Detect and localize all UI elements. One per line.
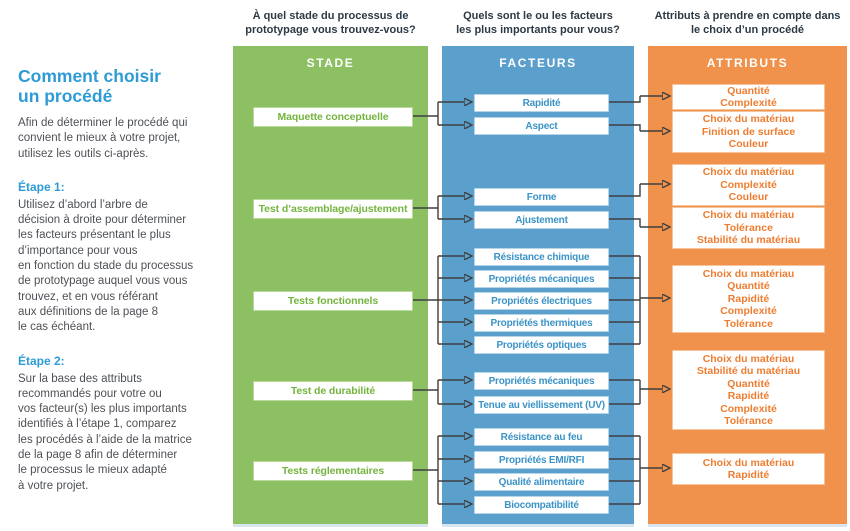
step2-text: Sur la base des attributs recommandés po…	[18, 372, 192, 492]
stage-panel-title: STADE	[306, 56, 355, 70]
stage-box: Maquette conceptuelle	[253, 107, 413, 127]
question-attributes: Attributs à prendre en compte dans le ch…	[654, 10, 841, 36]
attribute-box: Choix du matériau Complexité Couleur	[672, 164, 825, 206]
factor-box: Propriétés thermiques	[474, 314, 609, 332]
step2-heading: Étape 2:	[18, 353, 65, 368]
stage-box: Test d’assemblage/ajustement	[253, 199, 413, 219]
factor-box: Propriétés EMI/RFI	[474, 451, 609, 469]
factor-box: Propriétés mécaniques	[474, 372, 609, 390]
stage-box: Test de durabilité	[253, 381, 413, 401]
attribute-box: Choix du matériau Stabilité du matériau …	[672, 350, 825, 430]
factor-box: Rapidité	[474, 94, 609, 112]
step1-text: Utilisez d’abord l’arbre de décision à d…	[18, 198, 194, 334]
question-stage: À quel stade du processus de prototypage…	[245, 10, 416, 36]
factor-box: Ajustement	[474, 211, 609, 229]
factors-panel-title: FACTEURS	[499, 56, 577, 70]
factor-box: Propriétés électriques	[474, 292, 609, 310]
page-title: Comment choisir un procédé	[18, 66, 161, 106]
attribute-box: Choix du matériau Finition de surface Co…	[672, 111, 825, 153]
attribute-box: Quantité Complexité	[672, 84, 825, 110]
factor-box: Tenue au viellissement (UV)	[474, 396, 609, 414]
factor-box: Biocompatibilité	[474, 496, 609, 514]
factor-box: Qualité alimentaire	[474, 473, 609, 491]
factor-box: Propriétés mécaniques	[474, 270, 609, 288]
attribute-box: Choix du matériau Quantité Rapidité Comp…	[672, 265, 825, 333]
factor-box: Forme	[474, 188, 609, 206]
attributes-panel-title: ATTRIBUTS	[706, 56, 789, 70]
question-factors: Quels sont le ou les facteurs les plus i…	[456, 10, 620, 36]
factor-box: Résistance chimique	[474, 248, 609, 266]
stage-box: Tests fonctionnels	[253, 291, 413, 311]
sidebar: Comment choisir un procédé Afin de déter…	[18, 66, 233, 512]
stage-box: Tests réglementaires	[253, 461, 413, 481]
factor-box: Propriétés optiques	[474, 336, 609, 354]
intro-text: Afin de déterminer le procédé qui convie…	[18, 117, 188, 160]
step1-heading: Étape 1:	[18, 179, 65, 194]
factor-box: Résistance au feu	[474, 428, 609, 446]
attribute-box: Choix du matériau Tolérance Stabilité du…	[672, 207, 825, 249]
factor-box: Aspect	[474, 117, 609, 135]
attribute-box: Choix du matériau Rapidité	[672, 453, 825, 485]
